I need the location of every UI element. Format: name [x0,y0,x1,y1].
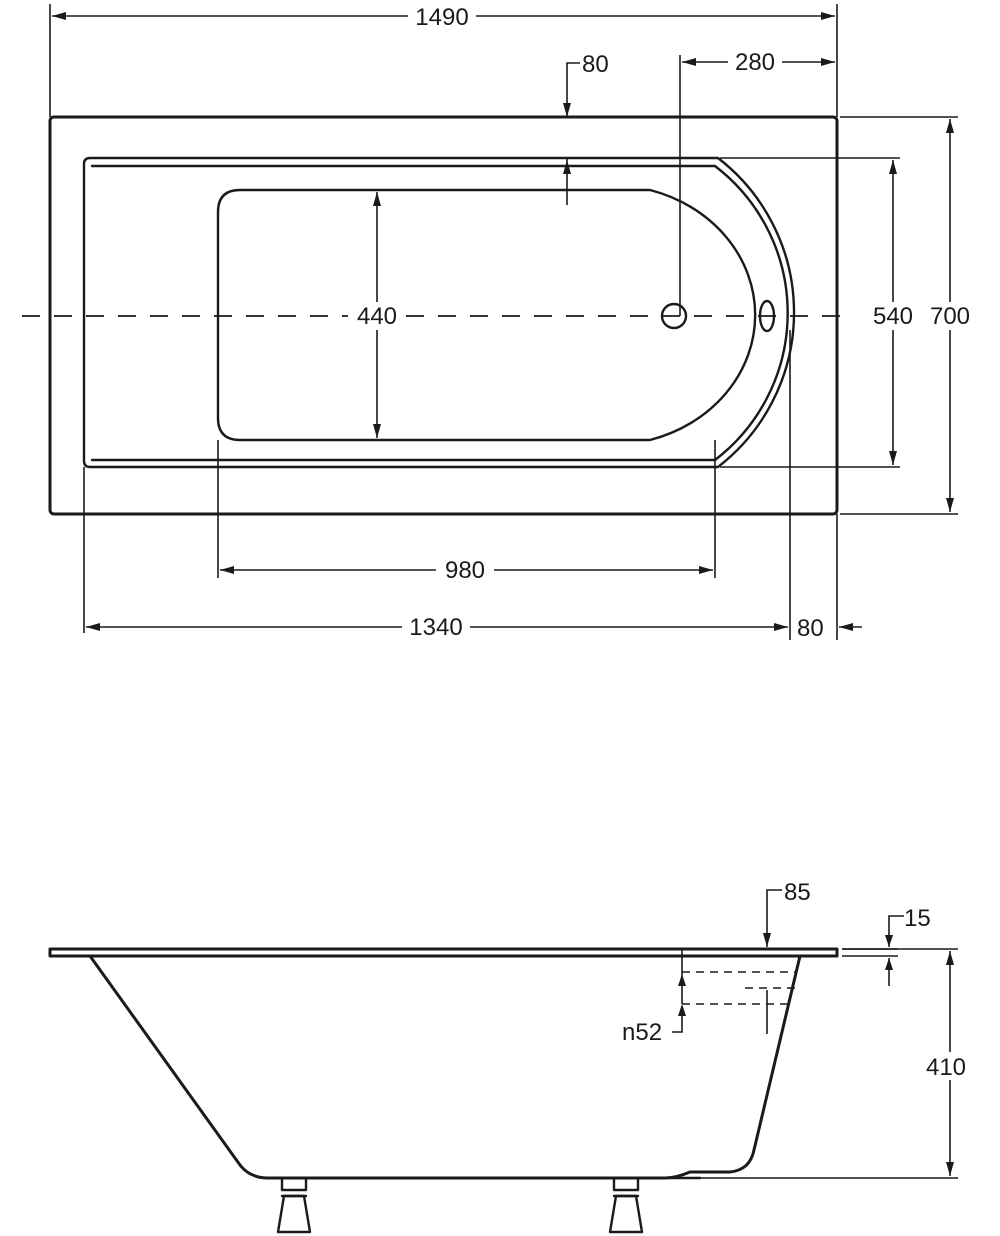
dim-rim-thickness: 15 [842,905,931,986]
right-foot [608,1176,644,1234]
overflow-top-label: 85 [784,879,811,906]
inner-rim-inner-edge [90,164,789,462]
height-label: 410 [926,1054,966,1081]
dim-overflow-offset: 80 [563,51,609,205]
inner-rim-outline [82,156,796,469]
basin-floor-outline [216,188,757,442]
dim-rim-length: 1340 [83,330,838,641]
dim-overflow-diameter: n52 [622,972,686,1046]
side-view: 85 n52 15 410 [48,879,978,1234]
end-rim-label: 80 [797,615,824,642]
dim-overall-length: 1490 [49,2,838,117]
dim-waste-offset: 280 [679,48,835,316]
top-view: 1490 80 280 440 [22,2,978,642]
overflow-hidden-lines [682,971,796,1034]
overall-width-label: 700 [930,303,970,330]
overflow-offset-label: 80 [582,51,609,78]
inner-length-label: 980 [445,557,485,584]
dim-rim-width: 540 [720,157,920,468]
dim-overall-width: 700 [840,116,978,515]
rim-profile [48,947,839,958]
dim-height: 410 [695,948,978,1179]
dim-end-rim: 80 [797,615,862,642]
overall-length-label: 1490 [415,4,468,31]
rim-length-label: 1340 [409,614,462,641]
dim-inner-width: 440 [348,192,406,438]
overflow-diameter-label: n52 [622,1019,662,1046]
inner-width-label: 440 [357,303,397,330]
waste-offset-label: 280 [735,49,775,76]
tub-body-profile [88,955,802,1180]
dim-inner-length: 980 [217,440,716,584]
rim-thickness-label: 15 [904,905,931,932]
rim-width-label: 540 [873,303,913,330]
dim-overflow-top: 85 [681,879,811,972]
left-foot [276,1176,312,1234]
